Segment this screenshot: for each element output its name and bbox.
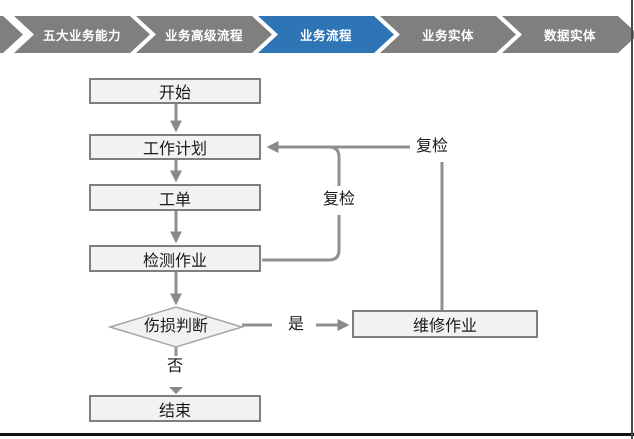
node-label: 伤损判断 (143, 318, 208, 335)
breadcrumb-item-business-entity[interactable]: 业务实体 (380, 16, 516, 53)
node-label: 开始 (158, 85, 191, 102)
breadcrumb-item-high-level-process[interactable]: 业务高级流程 (136, 16, 272, 53)
breadcrumb-item-five-capabilities[interactable]: 五大业务能力 (14, 16, 150, 53)
node-inspection-job: 检测作业 (89, 245, 261, 272)
breadcrumb-item-label: 业务流程 (299, 29, 352, 43)
node-work-order: 工单 (89, 184, 261, 211)
node-start: 开始 (89, 78, 261, 104)
edge-label-yes: 是 (287, 316, 304, 333)
edge-inspection-recheck-lower (262, 215, 341, 262)
node-end: 结束 (89, 395, 261, 422)
node-work-plan: 工作计划 (89, 134, 261, 160)
edge-inspection-recheck-upper (328, 145, 341, 186)
node-label: 检测作业 (142, 252, 207, 270)
page-frame-right-border (631, 0, 633, 439)
edge-label-recheck-outer: 复检 (415, 138, 448, 155)
edge-label-no: 否 (166, 358, 183, 375)
breadcrumb-item-business-process-active[interactable]: 业务流程 (258, 16, 394, 53)
node-label: 维修作业 (412, 318, 477, 335)
edge-no-to-end-arrowhead-icon (169, 387, 183, 394)
page-frame-bottom-border (0, 433, 634, 436)
breadcrumb-item-label: 五大业务能力 (42, 29, 121, 43)
decision-diamond-shape (107, 306, 245, 348)
breadcrumb-item-data-entity[interactable]: 数据实体 (502, 16, 634, 53)
breadcrumb-item-label: 业务实体 (421, 29, 474, 43)
node-damage-decision: 伤损判断 (110, 317, 242, 337)
node-repair-job: 维修作业 (352, 310, 538, 338)
breadcrumb-item-label: 数据实体 (543, 29, 596, 43)
edge-label-recheck-inner: 复检 (317, 190, 361, 210)
node-label: 结束 (158, 402, 191, 420)
breadcrumb-item-label: 业务高级流程 (164, 29, 243, 43)
node-label: 工作计划 (142, 141, 207, 158)
node-label: 工单 (158, 191, 191, 209)
